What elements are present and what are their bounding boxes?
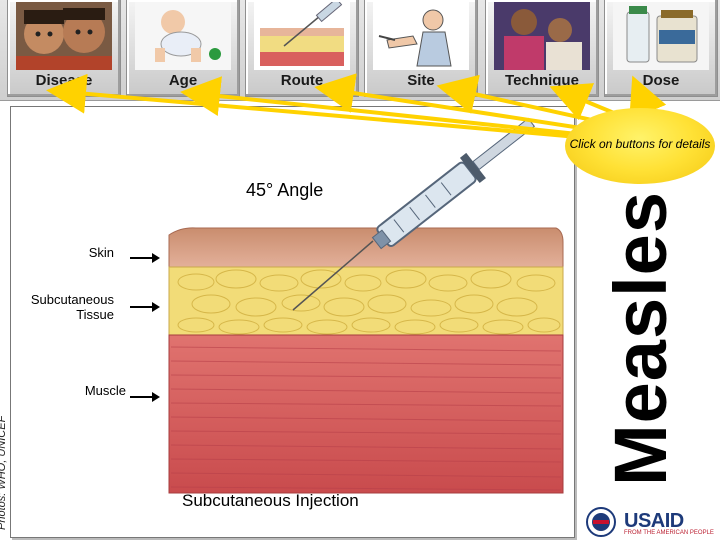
muscle-layer (168, 334, 564, 494)
callout-text: Click on buttons for details (569, 137, 711, 151)
route-button-label: Route (280, 72, 324, 89)
dose-button[interactable]: Dose (604, 0, 718, 97)
children-photo (16, 2, 112, 70)
help-callout: Click on buttons for details (565, 108, 715, 184)
vaccine-vials-icon (613, 2, 709, 70)
usaid-logo-text: USAID (624, 510, 684, 532)
muscle-label: Muscle (84, 383, 126, 398)
technique-button-label: Technique (505, 72, 579, 89)
vaccination-photo (494, 2, 590, 70)
site-button-label: Site (407, 72, 435, 89)
subcutaneous-arrow (130, 302, 160, 312)
disease-title: Measles (599, 191, 682, 486)
muscle-arrow (130, 392, 160, 402)
subcutaneous-label-line1: Subcutaneous (30, 292, 114, 307)
subcutaneous-label-line2: Tissue (76, 307, 114, 322)
disease-button-label: Disease (35, 72, 93, 89)
navigation-bar: Disease Age Route (0, 0, 720, 101)
disease-button[interactable]: Disease (7, 0, 121, 97)
technique-button[interactable]: Technique (485, 0, 599, 97)
dose-button-label: Dose (642, 72, 680, 89)
site-button[interactable]: Site (364, 0, 478, 97)
site-arm-icon (373, 2, 469, 70)
skin-arrow (130, 253, 160, 263)
fat-layer (168, 266, 564, 336)
subcutaneous-label: Subcutaneous Tissue (8, 292, 114, 322)
usaid-seal-icon (586, 507, 616, 537)
skin-label: Skin (88, 245, 114, 260)
photo-credit: Photos: WHO, UNICEF (0, 415, 8, 530)
route-button[interactable]: Route (245, 0, 359, 97)
angle-label: 45° Angle (246, 180, 324, 200)
age-button[interactable]: Age (126, 0, 240, 97)
route-syringe-icon (254, 2, 350, 70)
usaid-logo-subtext: FROM THE AMERICAN PEOPLE (624, 530, 714, 536)
injection-diagram (168, 117, 564, 494)
diagram-panel (10, 106, 575, 538)
usaid-logo: USAID FROM THE AMERICAN PEOPLE (584, 506, 714, 538)
baby-icon (135, 2, 231, 70)
needle (292, 240, 374, 311)
age-button-label: Age (168, 72, 198, 89)
diagram-caption: Subcutaneous Injection (182, 491, 359, 510)
